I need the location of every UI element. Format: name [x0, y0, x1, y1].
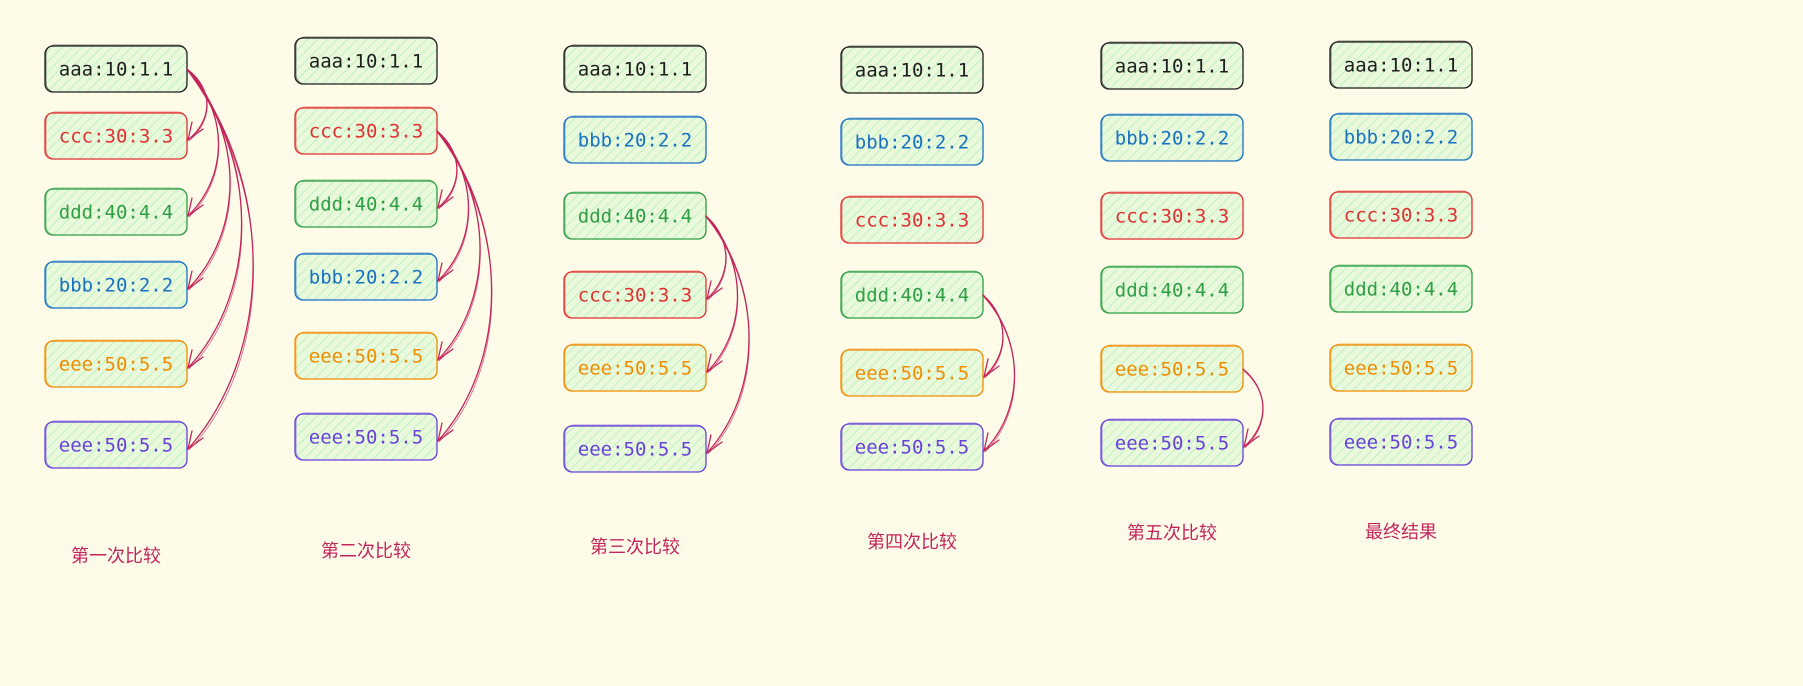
node-2-2: ccc:30:3.3 [294, 106, 438, 155]
node-6-1: aaa:10:1.1 [1329, 40, 1473, 89]
node-4-2: bbb:20:2.2 [840, 117, 984, 166]
compare-arrow-4-6 [982, 294, 1016, 453]
node-label: aaa:10:1.1 [855, 60, 969, 82]
column-caption: 第二次比较 [321, 541, 411, 562]
node-label: ddd:40:4.4 [578, 206, 692, 228]
node-2-6: eee:50:5.5 [294, 412, 438, 461]
column-caption: 第四次比较 [867, 532, 957, 553]
node-label: eee:50:5.5 [59, 435, 173, 457]
node-label: bbb:20:2.2 [855, 132, 969, 154]
node-label: eee:50:5.5 [855, 363, 969, 385]
node-label: aaa:10:1.1 [1115, 56, 1229, 78]
node-3-6: eee:50:5.5 [563, 424, 707, 473]
node-label: eee:50:5.5 [309, 346, 423, 368]
node-label: bbb:20:2.2 [578, 130, 692, 152]
node-label: aaa:10:1.1 [309, 51, 423, 73]
node-label: eee:50:5.5 [578, 358, 692, 380]
compare-arrow-5-6 [1242, 368, 1264, 449]
column-caption: 第三次比较 [590, 537, 680, 558]
node-5-5: eee:50:5.5 [1100, 344, 1244, 393]
column-caption: 第一次比较 [71, 546, 161, 567]
node-6-3: ccc:30:3.3 [1329, 190, 1473, 239]
node-label: ccc:30:3.3 [309, 121, 423, 143]
node-2-1: aaa:10:1.1 [294, 36, 438, 85]
node-label: bbb:20:2.2 [59, 275, 173, 297]
node-label: ddd:40:4.4 [855, 285, 969, 307]
node-label: eee:50:5.5 [855, 437, 969, 459]
node-label: aaa:10:1.1 [59, 59, 173, 81]
node-label: eee:50:5.5 [309, 427, 423, 449]
node-4-5: eee:50:5.5 [840, 348, 984, 397]
node-label: aaa:10:1.1 [578, 59, 692, 81]
column-caption: 最终结果 [1365, 522, 1437, 543]
node-label: eee:50:5.5 [1115, 433, 1229, 455]
node-4-4: ddd:40:4.4 [840, 270, 984, 319]
node-3-3: ddd:40:4.4 [563, 191, 707, 240]
node-label: bbb:20:2.2 [1344, 127, 1458, 149]
column-caption: 第五次比较 [1127, 523, 1217, 544]
node-1-6: eee:50:5.5 [44, 420, 188, 469]
node-5-1: aaa:10:1.1 [1100, 41, 1244, 90]
node-label: ddd:40:4.4 [1115, 280, 1229, 302]
node-label: eee:50:5.5 [1344, 432, 1458, 454]
compare-arrow-1-6 [186, 68, 254, 451]
node-6-2: bbb:20:2.2 [1329, 112, 1473, 161]
node-3-1: aaa:10:1.1 [563, 44, 707, 93]
node-4-6: eee:50:5.5 [840, 422, 984, 471]
node-label: aaa:10:1.1 [1344, 55, 1458, 77]
node-label: ccc:30:3.3 [1115, 206, 1229, 228]
node-3-2: bbb:20:2.2 [563, 115, 707, 164]
node-label: ddd:40:4.4 [1344, 279, 1458, 301]
node-label: ddd:40:4.4 [59, 202, 173, 224]
node-label: ddd:40:4.4 [309, 194, 423, 216]
node-label: eee:50:5.5 [59, 354, 173, 376]
node-5-4: ddd:40:4.4 [1100, 265, 1244, 314]
node-4-3: ccc:30:3.3 [840, 195, 984, 244]
node-1-1: aaa:10:1.1 [44, 44, 188, 93]
node-label: ccc:30:3.3 [59, 126, 173, 148]
node-1-5: eee:50:5.5 [44, 339, 188, 388]
node-5-2: bbb:20:2.2 [1100, 113, 1244, 162]
node-6-4: ddd:40:4.4 [1329, 264, 1473, 313]
compare-arrow-2-6 [436, 130, 493, 443]
node-2-4: bbb:20:2.2 [294, 252, 438, 301]
node-label: eee:50:5.5 [1344, 358, 1458, 380]
node-label: bbb:20:2.2 [309, 267, 423, 289]
node-3-4: ccc:30:3.3 [563, 270, 707, 319]
node-label: ccc:30:3.3 [1344, 205, 1458, 227]
node-2-5: eee:50:5.5 [294, 331, 438, 380]
node-2-3: ddd:40:4.4 [294, 179, 438, 228]
node-6-5: eee:50:5.5 [1329, 343, 1473, 392]
node-6-6: eee:50:5.5 [1329, 417, 1473, 466]
node-5-3: ccc:30:3.3 [1100, 191, 1244, 240]
node-1-3: ddd:40:4.4 [44, 187, 188, 236]
node-3-5: eee:50:5.5 [563, 343, 707, 392]
node-label: eee:50:5.5 [1115, 359, 1229, 381]
node-5-6: eee:50:5.5 [1100, 418, 1244, 467]
node-label: ccc:30:3.3 [855, 210, 969, 232]
node-1-2: ccc:30:3.3 [44, 111, 188, 160]
node-1-4: bbb:20:2.2 [44, 260, 188, 309]
node-label: eee:50:5.5 [578, 439, 692, 461]
node-label: ccc:30:3.3 [578, 285, 692, 307]
node-4-1: aaa:10:1.1 [840, 45, 984, 94]
node-label: bbb:20:2.2 [1115, 128, 1229, 150]
compare-arrow-3-6 [705, 215, 750, 455]
